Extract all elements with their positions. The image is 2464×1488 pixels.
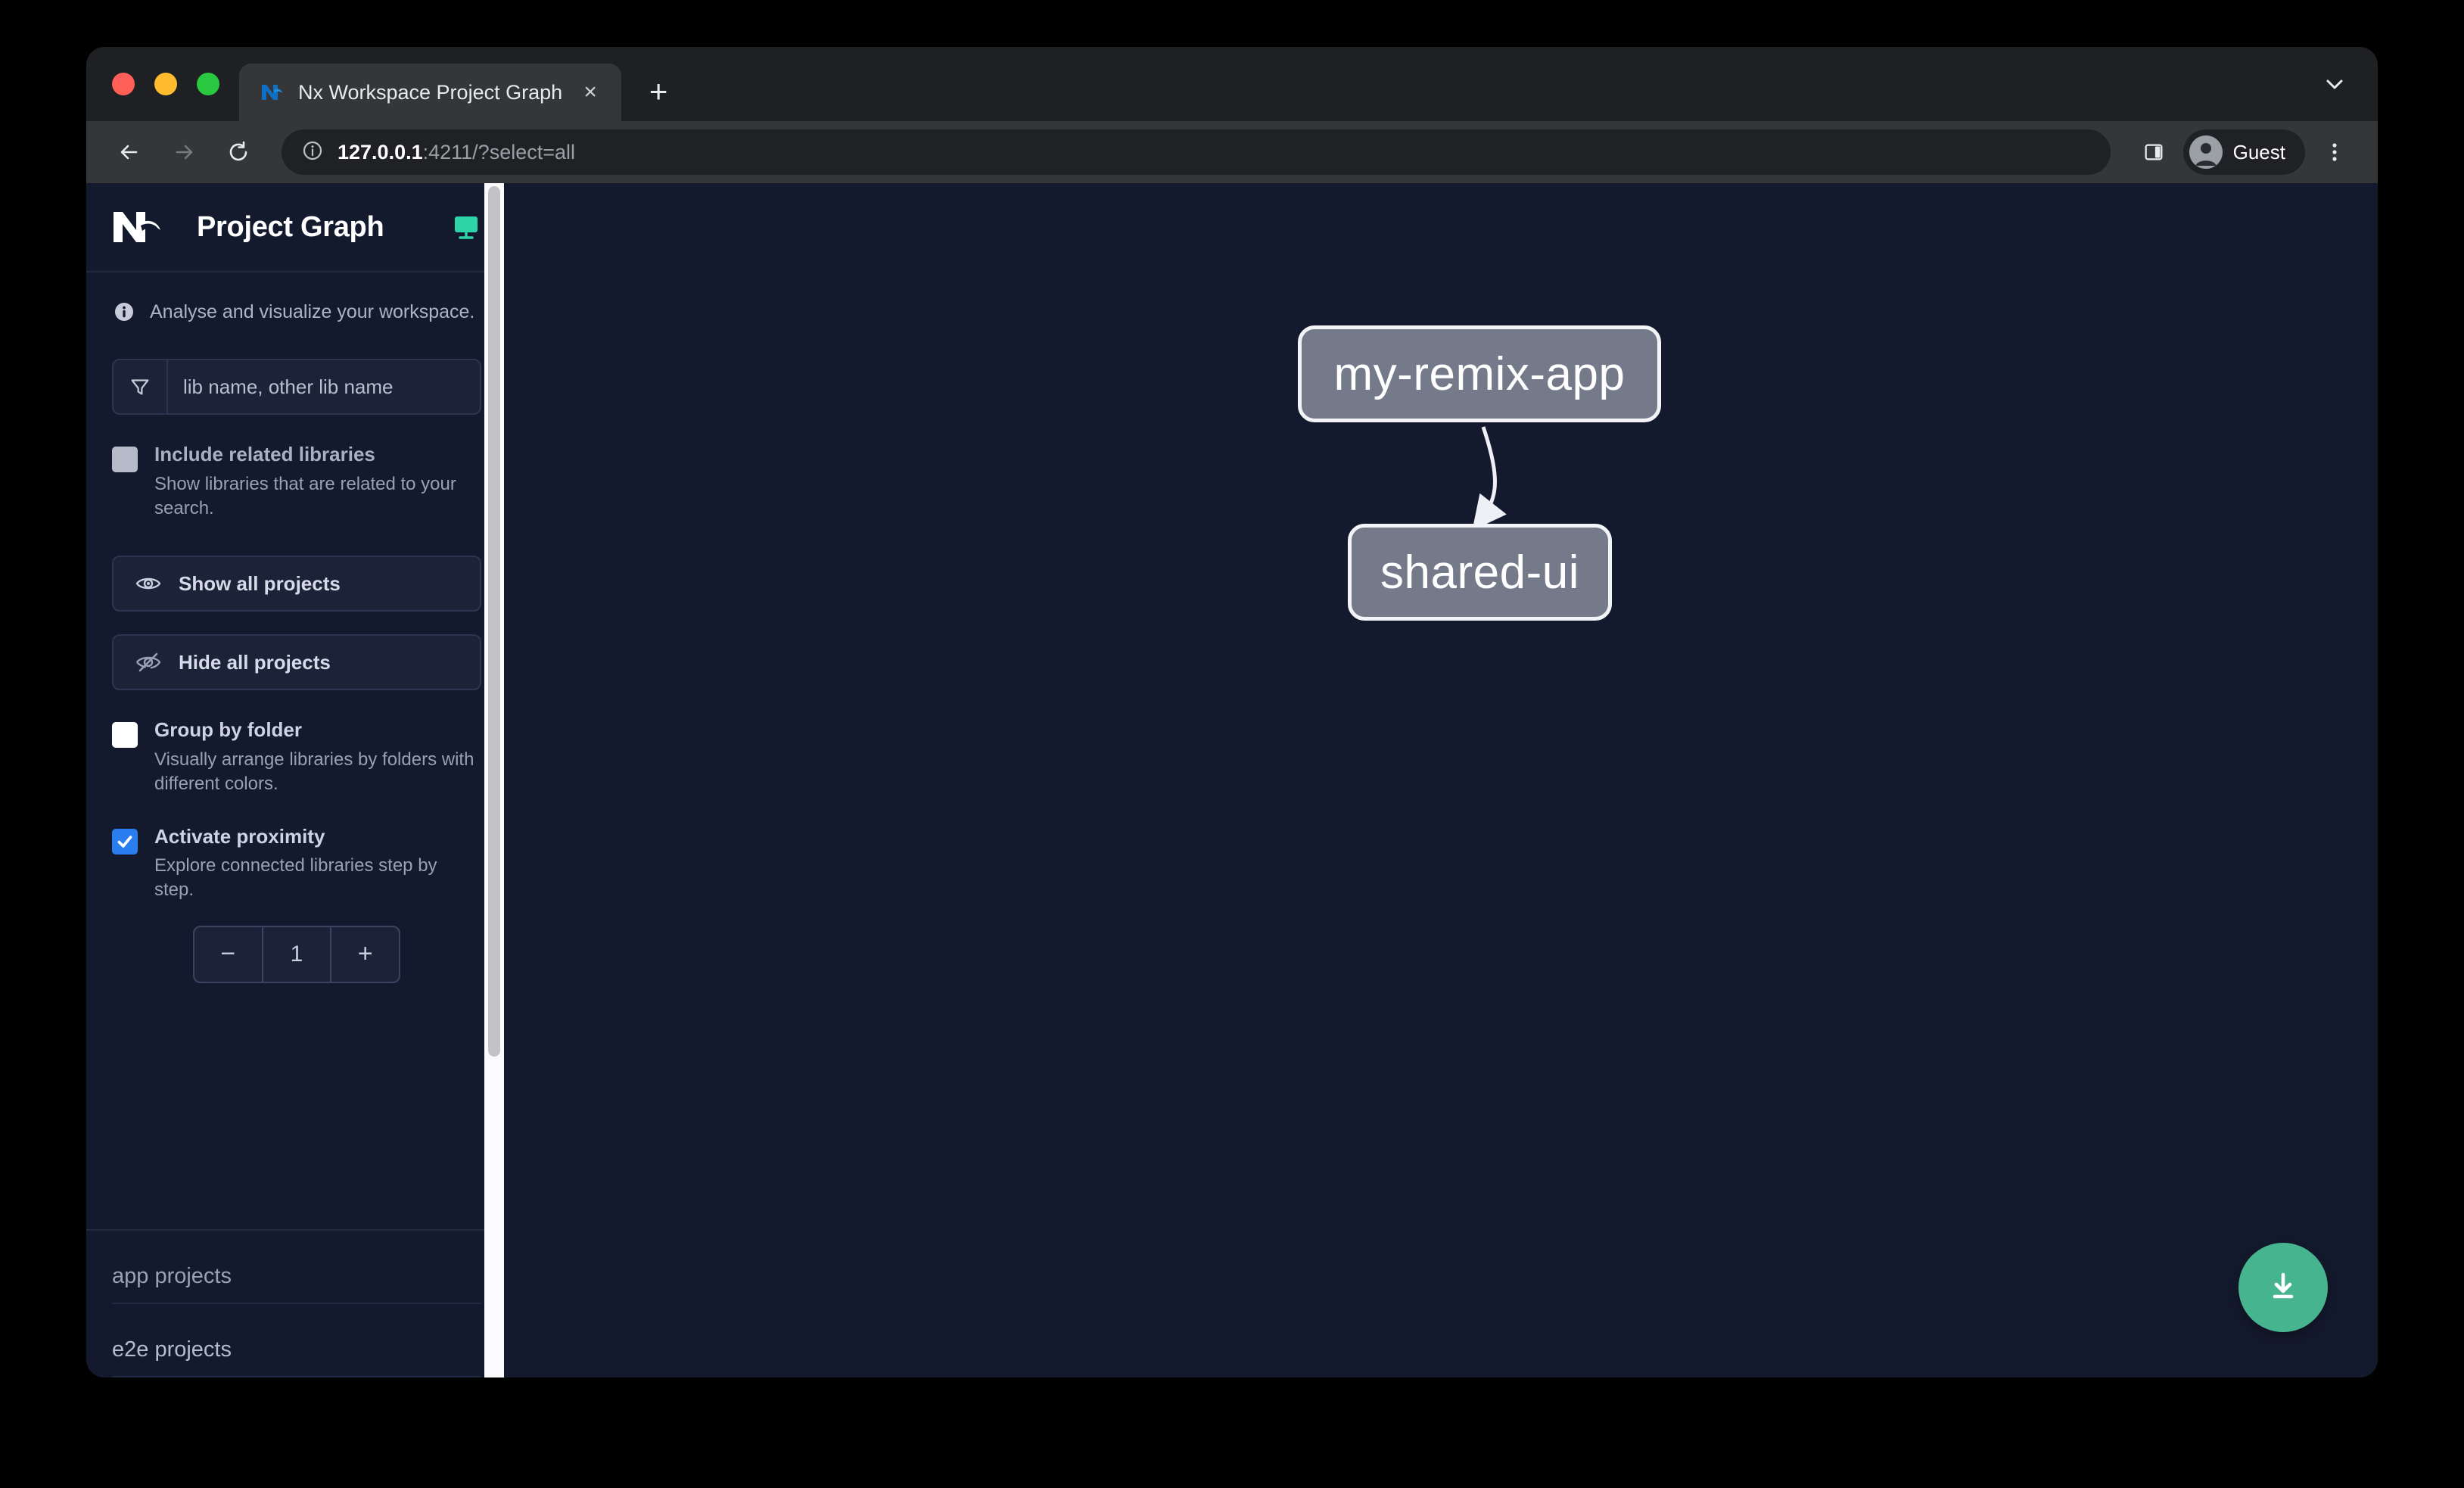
address-bar-host: 127.0.0.1 bbox=[338, 140, 423, 163]
close-window-button[interactable] bbox=[112, 73, 135, 95]
edge-my-remix-app-to-shared-ui bbox=[1472, 426, 1507, 531]
proximity-value: 1 bbox=[261, 926, 332, 982]
three-dot-menu-icon[interactable] bbox=[2311, 129, 2358, 176]
filter-box[interactable] bbox=[112, 359, 481, 415]
graph-node-label: my-remix-app bbox=[1333, 347, 1626, 400]
person-avatar-icon bbox=[2189, 135, 2223, 169]
proximity-decrement-button[interactable]: − bbox=[220, 939, 236, 969]
page-content: Project Graph Analyse and visual bbox=[86, 183, 2378, 1377]
browser-toolbar: 127.0.0.1:4211/?select=all Guest bbox=[86, 121, 2378, 183]
search-input[interactable] bbox=[168, 375, 480, 399]
hide-all-projects-label: Hide all projects bbox=[179, 650, 331, 674]
profile-chip[interactable]: Guest bbox=[2182, 129, 2305, 175]
address-bar-path: :4211/?select=all bbox=[422, 140, 576, 163]
filter-funnel-icon bbox=[114, 360, 168, 413]
group-by-folder-checkbox[interactable] bbox=[112, 722, 138, 749]
eye-slash-icon bbox=[135, 649, 162, 676]
monitor-icon[interactable] bbox=[451, 212, 481, 242]
sidebar: Project Graph Analyse and visual bbox=[86, 183, 504, 1377]
graph-edges bbox=[1472, 426, 1507, 531]
minimize-window-button[interactable] bbox=[154, 73, 177, 95]
graph-node-my-remix-app[interactable]: my-remix-app bbox=[1298, 325, 1661, 422]
download-graph-button[interactable] bbox=[2238, 1243, 2328, 1332]
show-all-projects-button[interactable]: Show all projects bbox=[112, 556, 481, 612]
graph-node-shared-ui[interactable]: shared-ui bbox=[1348, 524, 1612, 621]
page-title: Project Graph bbox=[197, 210, 384, 243]
project-graph-canvas[interactable]: my-remix-app shared-ui bbox=[504, 183, 2378, 1377]
sidebar-subtitle: Analyse and visualize your workspace. bbox=[86, 272, 504, 324]
tab-title: Nx Workspace Project Graph bbox=[298, 80, 563, 104]
sidebar-header: Project Graph bbox=[86, 183, 504, 272]
option-activate-proximity[interactable]: Activate proximity Explore connected lib… bbox=[112, 824, 481, 903]
proximity-stepper: − 1 + bbox=[193, 925, 400, 983]
chevron-down-icon[interactable] bbox=[2308, 47, 2361, 121]
nx-favicon bbox=[259, 79, 285, 105]
tab-strip: Nx Workspace Project Graph × + bbox=[86, 47, 2378, 121]
maximize-window-button[interactable] bbox=[197, 73, 219, 95]
toolbar-actions: Guest bbox=[2118, 129, 2358, 176]
info-icon bbox=[112, 300, 136, 324]
profile-name: Guest bbox=[2232, 140, 2285, 163]
section-app-projects[interactable]: app projects bbox=[112, 1231, 481, 1304]
include-related-libraries-checkbox[interactable] bbox=[112, 447, 138, 472]
graph-node-label: shared-ui bbox=[1380, 546, 1579, 599]
sidebar-body: Include related libraries Show libraries… bbox=[86, 324, 504, 1229]
show-all-projects-label: Show all projects bbox=[179, 571, 341, 595]
include-related-libraries-label: Include related libraries bbox=[154, 443, 375, 465]
reload-button[interactable] bbox=[215, 129, 262, 176]
proximity-increment-button[interactable]: + bbox=[357, 939, 373, 969]
activate-proximity-checkbox[interactable] bbox=[112, 828, 138, 855]
option-group-by-folder[interactable]: Group by folder Visually arrange librari… bbox=[112, 718, 481, 796]
nx-logo bbox=[110, 207, 176, 247]
address-bar[interactable]: 127.0.0.1:4211/?select=all bbox=[282, 129, 2111, 175]
eye-icon bbox=[135, 570, 162, 597]
info-circle-icon[interactable] bbox=[301, 139, 324, 166]
group-by-folder-label: Group by folder bbox=[154, 718, 302, 742]
sidebar-sections: app projects e2e projects bbox=[86, 1229, 504, 1377]
sidebar-subtitle-text: Analyse and visualize your workspace. bbox=[150, 300, 475, 322]
option-include-related-libraries[interactable]: Include related libraries Show libraries… bbox=[112, 442, 481, 521]
download-icon bbox=[2263, 1266, 2303, 1309]
new-tab-button[interactable]: + bbox=[649, 73, 668, 109]
close-tab-button[interactable]: × bbox=[583, 79, 597, 104]
section-e2e-projects[interactable]: e2e projects bbox=[112, 1304, 481, 1377]
browser-window: Nx Workspace Project Graph × + bbox=[86, 47, 2378, 1377]
side-panel-icon[interactable] bbox=[2130, 129, 2177, 176]
address-bar-url: 127.0.0.1:4211/?select=all bbox=[338, 141, 575, 164]
hide-all-projects-button[interactable]: Hide all projects bbox=[112, 634, 481, 691]
window-controls bbox=[86, 47, 239, 121]
include-related-libraries-description: Show libraries that are related to your … bbox=[154, 473, 456, 518]
forward-button[interactable] bbox=[160, 129, 207, 176]
sidebar-scrollbar[interactable] bbox=[484, 183, 504, 1377]
back-button[interactable] bbox=[106, 129, 153, 176]
group-by-folder-description: Visually arrange libraries by folders wi… bbox=[154, 749, 474, 795]
activate-proximity-description: Explore connected libraries step by step… bbox=[154, 855, 437, 901]
activate-proximity-label: Activate proximity bbox=[154, 824, 325, 848]
browser-tab[interactable]: Nx Workspace Project Graph × bbox=[239, 64, 622, 121]
sidebar-scrollbar-thumb[interactable] bbox=[488, 186, 500, 1057]
